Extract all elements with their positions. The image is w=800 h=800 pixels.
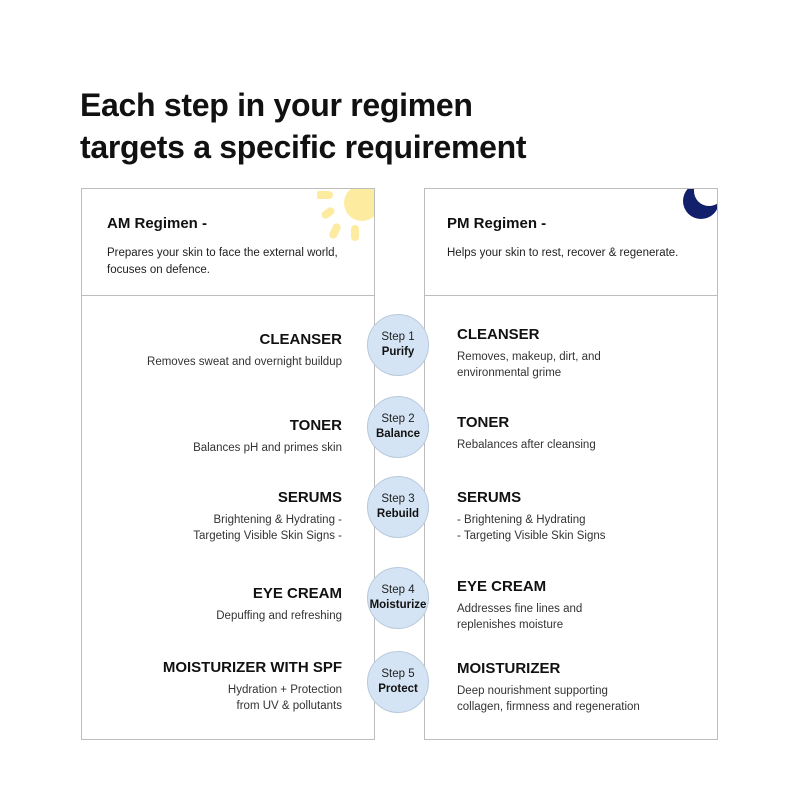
am-step-4: EYE CREAM Depuffing and refreshing	[216, 585, 342, 624]
pm-step-2-name: TONER	[457, 414, 510, 431]
am-regimen-title: AM Regimen -	[107, 215, 208, 232]
pm-regimen-panel: PM Regimen - Helps your skin to rest, re…	[424, 188, 718, 740]
pm-step-3-name: SERUMS	[457, 489, 522, 506]
am-step-5-desc: Hydration + Protection from UV & polluta…	[227, 684, 342, 712]
pm-regimen-description: Helps your skin to rest, recover & regen…	[447, 247, 679, 259]
step-3-verb: Rebuild	[376, 508, 420, 520]
moon-icon	[683, 189, 717, 219]
step-2-circle: Step 2 Balance	[367, 396, 429, 458]
pm-step-5-desc: Deep nourishment supporting collagen, fi…	[457, 685, 640, 713]
am-step-3-desc: Brightening & Hydrating - Targeting Visi…	[193, 514, 342, 542]
am-step-2-desc: Balances pH and primes skin	[193, 442, 342, 454]
am-step-4-desc: Depuffing and refreshing	[216, 610, 342, 622]
pm-step-3: SERUMS - Brightening & Hydrating - Targe…	[457, 489, 606, 544]
pm-step-1-name: CLEANSER	[457, 326, 540, 343]
pm-step-4-desc: Addresses fine lines and replenishes moi…	[457, 603, 583, 631]
am-step-1-name: CLEANSER	[259, 331, 342, 348]
am-regimen-description: Prepares your skin to face the external …	[107, 247, 338, 276]
am-step-3: SERUMS Brightening & Hydrating - Targeti…	[193, 489, 342, 544]
step-1-verb: Purify	[381, 346, 415, 358]
pm-step-2-desc: Rebalances after cleansing	[457, 439, 596, 451]
step-2-verb: Balance	[375, 428, 421, 440]
step-5-circle: Step 5 Protect	[367, 651, 429, 713]
am-step-2-name: TONER	[289, 417, 342, 434]
step-2-number: Step 2	[381, 413, 415, 425]
am-regimen-panel: AM Regimen - Prepares your skin to face …	[81, 188, 375, 740]
step-4-number: Step 4	[381, 584, 415, 596]
step-5-number: Step 5	[381, 668, 415, 680]
pm-step-5: MOISTURIZER Deep nourishment supporting …	[457, 660, 640, 715]
pm-regimen-header: PM Regimen - Helps your skin to rest, re…	[425, 189, 717, 296]
pm-step-3-desc: - Brightening & Hydrating - Targeting Vi…	[457, 514, 606, 542]
pm-step-1: CLEANSER Removes, makeup, dirt, and envi…	[457, 326, 601, 381]
headline-line-1: Each step in your regimen	[80, 87, 473, 123]
step-3-number: Step 3	[381, 493, 415, 505]
pm-step-5-name: MOISTURIZER	[457, 660, 561, 677]
headline-line-2: targets a specific requirement	[80, 129, 527, 165]
pm-regimen-title: PM Regimen -	[447, 215, 547, 232]
headline: Each step in your regimen targets a spec…	[80, 84, 527, 168]
pm-step-1-desc: Removes, makeup, dirt, and environmental…	[457, 351, 601, 379]
am-step-1-desc: Removes sweat and overnight buildup	[147, 356, 342, 368]
step-5-verb: Protect	[378, 683, 418, 695]
am-step-5: MOISTURIZER WITH SPF Hydration + Protect…	[163, 659, 342, 714]
step-4-circle: Step 4 Moisturize	[367, 567, 429, 629]
pm-step-2: TONER Rebalances after cleansing	[457, 414, 596, 453]
am-step-1: CLEANSER Removes sweat and overnight bui…	[147, 331, 342, 370]
step-3-circle: Step 3 Rebuild	[367, 476, 429, 538]
step-4-verb: Moisturize	[369, 599, 427, 611]
sun-icon	[317, 189, 374, 241]
am-step-5-name: MOISTURIZER WITH SPF	[162, 659, 342, 676]
am-step-4-name: EYE CREAM	[252, 585, 342, 602]
pm-step-4: EYE CREAM Addresses fine lines and reple…	[457, 578, 582, 633]
am-step-3-name: SERUMS	[277, 489, 342, 506]
am-step-2: TONER Balances pH and primes skin	[193, 417, 342, 456]
step-1-circle: Step 1 Purify	[367, 314, 429, 376]
pm-step-4-name: EYE CREAM	[457, 578, 547, 595]
am-regimen-header: AM Regimen - Prepares your skin to face …	[82, 189, 374, 296]
step-1-number: Step 1	[381, 331, 415, 343]
